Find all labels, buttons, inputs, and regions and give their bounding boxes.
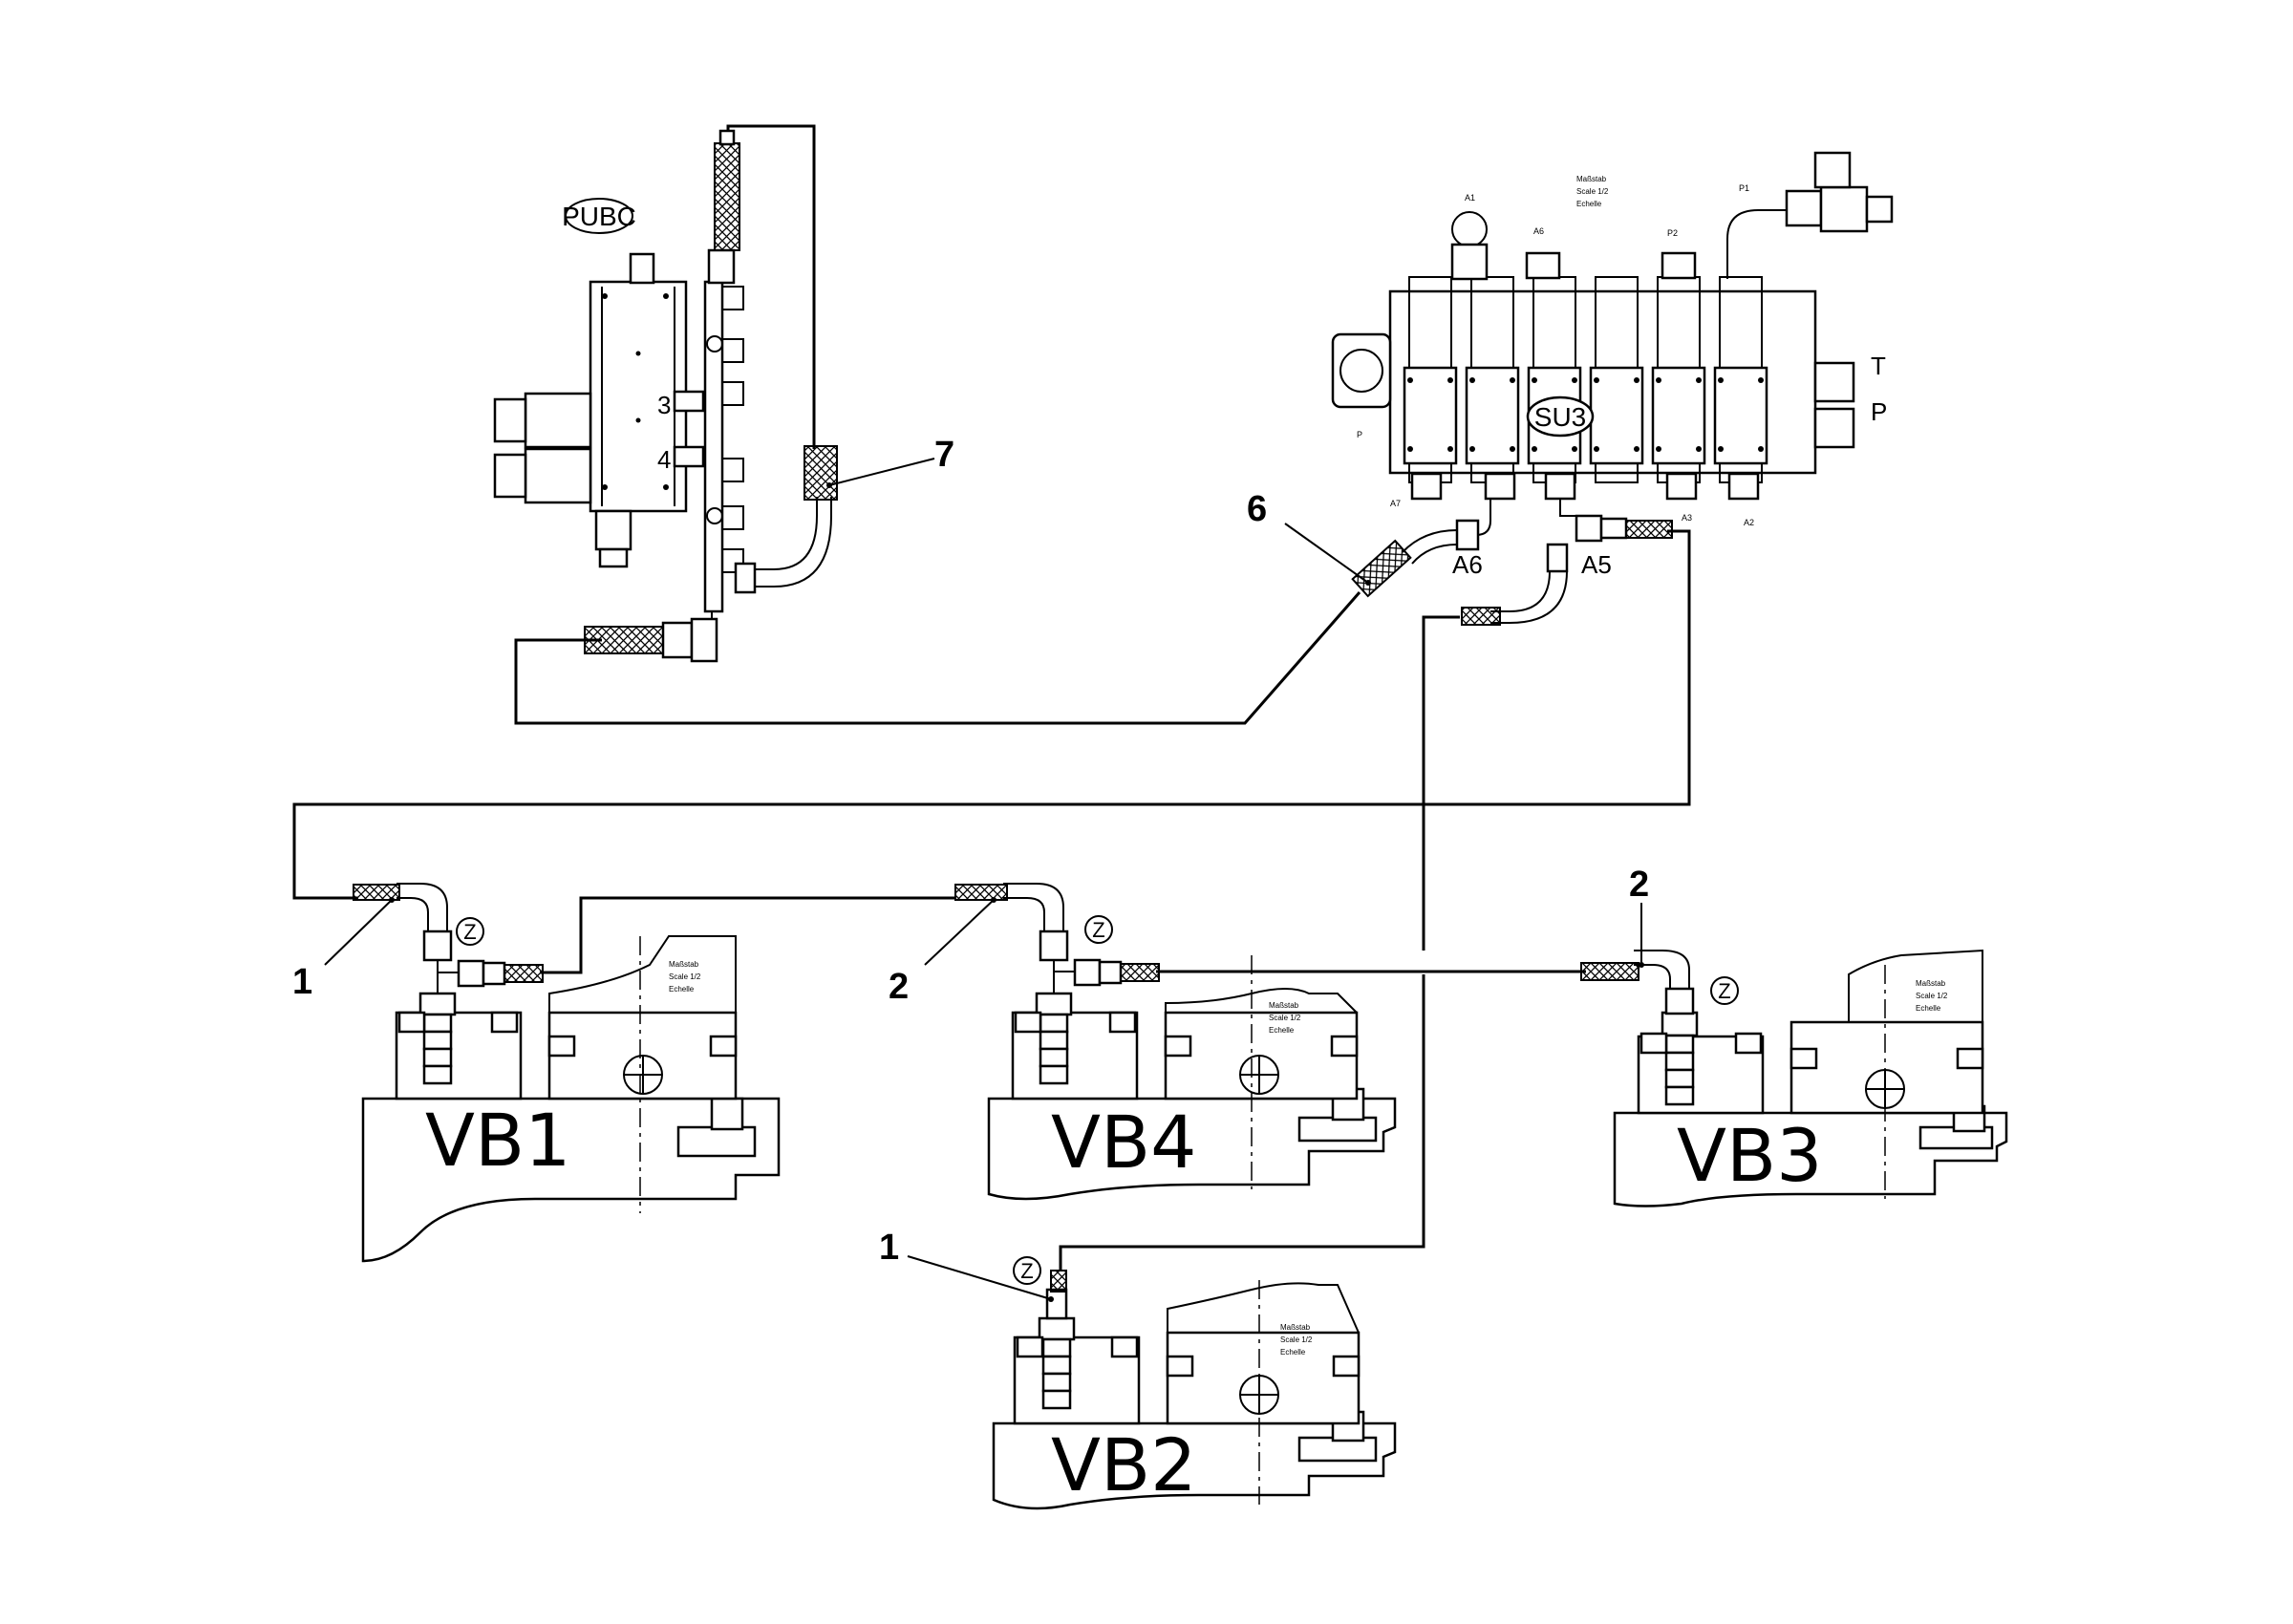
vb3-scale-1: Maßstab bbox=[1916, 979, 1946, 988]
callout-1-vb1: 1 bbox=[292, 897, 395, 1002]
pubc-port-3: 3 bbox=[657, 391, 671, 419]
su3-port-p1: P1 bbox=[1739, 183, 1749, 193]
su3-port-a1: A1 bbox=[1465, 193, 1475, 203]
vb2-assembly: Z Maßstab Scale 1/2 Echelle VB2 bbox=[992, 1256, 1397, 1510]
su3-port-a6: A6 bbox=[1452, 550, 1483, 579]
vb1-scale-2: Scale 1/2 bbox=[669, 972, 701, 981]
su3-port-a7: A7 bbox=[1390, 499, 1401, 508]
vb4-label: VB4 bbox=[1051, 1100, 1196, 1185]
su3-valve-bank: P T P bbox=[1331, 151, 1894, 626]
vb4-z-mark: Z bbox=[1092, 918, 1104, 942]
callout-7: 7 bbox=[826, 435, 954, 488]
hose-lines bbox=[292, 124, 1691, 1271]
su3-port-t: T bbox=[1871, 352, 1886, 380]
vb3-scale-2: Scale 1/2 bbox=[1916, 992, 1948, 1000]
vb1-scale-1: Maßstab bbox=[669, 960, 699, 969]
su3-label: SU3 bbox=[1534, 402, 1586, 432]
vb1-scale-3: Echelle bbox=[669, 985, 695, 994]
vb3-z-mark: Z bbox=[1718, 979, 1730, 1003]
su3-scale-line3: Echelle bbox=[1576, 200, 1602, 208]
callout-1-vb2: 1 bbox=[879, 1228, 1054, 1302]
callout-6-label: 6 bbox=[1247, 489, 1267, 529]
callout-1-vb2-label: 1 bbox=[879, 1228, 899, 1268]
vb2-scale-1: Maßstab bbox=[1280, 1323, 1311, 1332]
pubc-distributor: PUBC 3 4 bbox=[493, 129, 838, 663]
vb2-label: VB2 bbox=[1051, 1422, 1196, 1507]
callout-2-vb4-label: 2 bbox=[889, 967, 909, 1007]
su3-port-p-right: P bbox=[1871, 397, 1887, 426]
callout-2-vb3-label: 2 bbox=[1629, 865, 1649, 905]
su3-scale-line2: Scale 1/2 bbox=[1576, 187, 1609, 196]
pubc-label: PUBC bbox=[562, 202, 636, 231]
vb1-assembly: Z Maßstab Scale 1/2 Echelle VB1 bbox=[353, 883, 781, 1263]
callout-7-label: 7 bbox=[934, 435, 954, 475]
su3-scale-line1: Maßstab bbox=[1576, 175, 1607, 183]
su3-port-a5: A5 bbox=[1581, 550, 1612, 579]
callout-2-vb4: 2 bbox=[889, 897, 996, 1007]
vb3-label: VB3 bbox=[1677, 1113, 1822, 1198]
vb2-scale-2: Scale 1/2 bbox=[1280, 1336, 1313, 1344]
pubc-port-4: 4 bbox=[657, 445, 671, 474]
callout-6: 6 bbox=[1247, 489, 1371, 586]
su3-port-a6-top: A6 bbox=[1533, 226, 1544, 236]
su3-port-a3: A3 bbox=[1682, 513, 1692, 523]
vb1-z-mark: Z bbox=[463, 920, 476, 944]
vb2-z-mark: Z bbox=[1020, 1259, 1033, 1283]
vb3-scale-3: Echelle bbox=[1916, 1004, 1941, 1013]
vb4-scale-3: Echelle bbox=[1269, 1026, 1295, 1035]
callout-2-vb3: 2 bbox=[1629, 865, 1649, 968]
vb3-assembly: Z Maßstab Scale 1/2 Echelle VB3 bbox=[1580, 949, 2008, 1207]
vb4-scale-2: Scale 1/2 bbox=[1269, 1014, 1301, 1022]
vb4-assembly: Z Maßstab Scale 1/2 Echelle VB4 bbox=[954, 883, 1397, 1201]
su3-port-p2: P2 bbox=[1667, 228, 1678, 238]
vb4-scale-1: Maßstab bbox=[1269, 1001, 1299, 1010]
su3-port-a2: A2 bbox=[1744, 518, 1754, 527]
vb2-scale-3: Echelle bbox=[1280, 1348, 1306, 1357]
vb1-label: VB1 bbox=[425, 1098, 570, 1183]
su3-port-p-left: P bbox=[1357, 430, 1362, 439]
callout-1-vb1-label: 1 bbox=[292, 962, 312, 1002]
